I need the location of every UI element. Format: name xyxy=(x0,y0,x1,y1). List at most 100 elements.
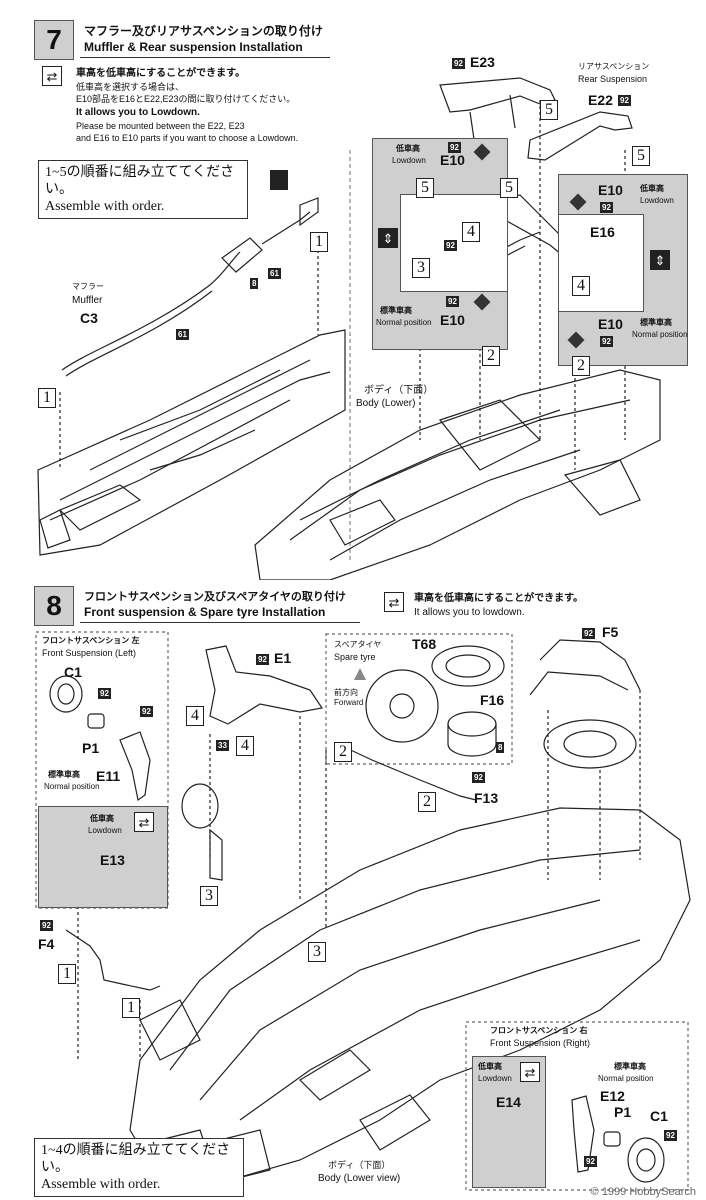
part-92-tag-c1-right: 92 xyxy=(664,1130,677,1141)
part-92-tag-f13: 92 xyxy=(472,772,485,783)
front-left-label-en: Front Suspension (Left) xyxy=(42,648,137,658)
part-t68: T68 xyxy=(412,636,437,652)
order-note-en: Assemble with order. xyxy=(45,199,165,214)
forward-label-en: Forward xyxy=(334,698,364,707)
step-8-lowdown-jp: 車高を低車高にすることができます。 xyxy=(414,593,584,604)
step-8-number: 8 xyxy=(34,586,74,626)
step-7-title-en: Muffler & Rear suspension Installation xyxy=(84,40,303,54)
front-left-lowdown-en: Lowdown xyxy=(88,826,122,835)
step-7-num-5a: 5 xyxy=(416,178,434,198)
part-c1-right: C1 xyxy=(650,1108,668,1124)
step-7-num-5d: 5 xyxy=(632,146,650,166)
part-e13: E13 xyxy=(100,852,125,868)
part-f5: F5 xyxy=(602,624,619,640)
order-note-jp: 1~5の順番に組み立ててください。 xyxy=(45,165,235,197)
step-7-num-3: 3 xyxy=(412,258,430,278)
body-lower-label-jp: ボディ（下面） xyxy=(364,385,434,396)
step-8-drawing xyxy=(35,631,691,1191)
part-92-tag-e16: 92 xyxy=(444,240,457,251)
step-8-num-4b: 4 xyxy=(236,736,254,756)
part-c1-left: C1 xyxy=(64,664,82,680)
rear-right-normal-en: Normal position xyxy=(632,330,688,339)
part-f13: F13 xyxy=(474,790,499,806)
front-right-label-jp: フロントサスペンション 右 xyxy=(490,1026,588,1035)
lowdown-arrows-icon-fl: ⇄ xyxy=(134,812,154,832)
lowdown-arrows-icon-fr: ⇄ xyxy=(520,1062,540,1082)
watermark: © 1999 HobbySearch xyxy=(590,1186,696,1198)
step-7-underline xyxy=(80,57,330,58)
body-lower-view-en: Body (Lower view) xyxy=(318,1173,401,1184)
part-e14: E14 xyxy=(496,1094,521,1110)
rear-right-normal-jp: 標準車高 xyxy=(640,318,672,327)
step-7-lowdown-en-detail1: Please be mounted between the E22, E23 xyxy=(76,121,245,131)
rear-susp-jp: リアサスペンション xyxy=(578,62,650,71)
part-92-tag-e23: 92 xyxy=(452,58,465,69)
part-92-tag-e22: 92 xyxy=(618,95,631,106)
part-c3: C3 xyxy=(80,310,98,326)
front-left-label-jp: フロントサスペンション 左 xyxy=(42,636,140,645)
step-7-num-4b: 4 xyxy=(572,276,590,296)
part-92-tag-e1: 92 xyxy=(256,654,269,665)
step-8-num-3b: 3 xyxy=(308,942,326,962)
rear-right-92-a: 92 xyxy=(600,202,613,213)
step-7-num-5c: 5 xyxy=(500,178,518,198)
step-7-number: 7 xyxy=(34,20,74,60)
order-note-jp-8: 1~4の順番に組み立ててください。 xyxy=(41,1143,231,1175)
rear-left-92-b: 92 xyxy=(446,296,459,307)
step-7-lowdown-jp-detail2: E10部品をE16とE22,E23の間に取り付けてください。 xyxy=(76,94,296,104)
step-8-num-3a: 3 xyxy=(200,886,218,906)
rear-left-normal-en: Normal position xyxy=(376,318,432,327)
decal-icon xyxy=(270,170,288,190)
front-left-lowdown-box xyxy=(38,806,168,908)
part-p1-right: P1 xyxy=(614,1104,632,1120)
part-number-61-tag-2: 61 xyxy=(176,329,189,340)
step-8-num-2b: 2 xyxy=(418,792,436,812)
front-right-normal-jp: 標準車高 xyxy=(614,1062,646,1071)
part-e11: E11 xyxy=(96,768,121,784)
forward-arrow-icon xyxy=(354,668,366,680)
front-left-normal-en: Normal position xyxy=(44,782,100,791)
part-e23: E23 xyxy=(470,54,495,70)
spare-tyre-en: Spare tyre xyxy=(334,652,376,662)
rear-left-92-a: 92 xyxy=(448,142,461,153)
up-down-arrows-icon: ⇕ xyxy=(378,228,398,248)
front-right-normal-en: Normal position xyxy=(598,1074,654,1083)
step-8-underline xyxy=(80,622,360,623)
step-7-num-1a: 1 xyxy=(310,232,328,252)
rear-right-lowdown-jp: 低車高 xyxy=(640,184,664,193)
rear-right-92-b: 92 xyxy=(600,336,613,347)
step-8-num-1b: 1 xyxy=(122,998,140,1018)
part-number-8-tag: 8 xyxy=(250,278,259,289)
rear-right-e10-b: E10 xyxy=(598,316,623,332)
step-7-num-1b: 1 xyxy=(38,388,56,408)
rear-right-lowdown-en: Lowdown xyxy=(640,196,674,205)
front-right-lowdown-en: Lowdown xyxy=(478,1074,512,1083)
part-number-61-tag: 61 xyxy=(268,268,281,279)
part-92-tag-c1-left: 92 xyxy=(98,688,111,699)
step-7-lowdown-jp: 車高を低車高にすることができます。 xyxy=(76,68,246,79)
lowdown-arrows-icon-8: ⇄ xyxy=(384,592,404,612)
part-8-tag: 8 xyxy=(496,742,505,753)
step-8-num-2a: 2 xyxy=(334,742,352,762)
part-e1: E1 xyxy=(274,650,292,666)
step-8-num-1a: 1 xyxy=(58,964,76,984)
step-7-num-2b: 2 xyxy=(572,356,590,376)
part-p1-left: P1 xyxy=(82,740,100,756)
rear-left-e10-a: E10 xyxy=(440,152,465,168)
step-8-title-en: Front suspension & Spare tyre Installati… xyxy=(84,605,326,619)
rear-right-e10-a: E10 xyxy=(598,182,623,198)
step-8-title-jp: フロントサスペンション及びスペアタイヤの取り付け xyxy=(84,591,346,603)
body-lower-view-jp: ボディ（下面） xyxy=(328,1160,391,1170)
part-92-tag-e12: 92 xyxy=(584,1156,597,1167)
step-7-order-note: 1~5の順番に組み立ててください。 Assemble with order. xyxy=(38,160,248,219)
step-7-lowdown-en: It allows you to Lowdown. xyxy=(76,107,200,118)
step-8-num-4a: 4 xyxy=(186,706,204,726)
part-e12: E12 xyxy=(600,1088,625,1104)
step-7-lowdown-en-detail2: and E16 to E10 parts if you want to choo… xyxy=(76,133,299,143)
muffler-label-jp: マフラー xyxy=(72,282,104,291)
front-left-normal-jp: 標準車高 xyxy=(48,770,80,779)
part-e16: E16 xyxy=(590,224,615,240)
forward-label-jp: 前方向 xyxy=(334,688,358,697)
up-down-arrows-icon-2: ⇕ xyxy=(650,250,670,270)
rear-left-lowdown-en: Lowdown xyxy=(392,156,426,165)
